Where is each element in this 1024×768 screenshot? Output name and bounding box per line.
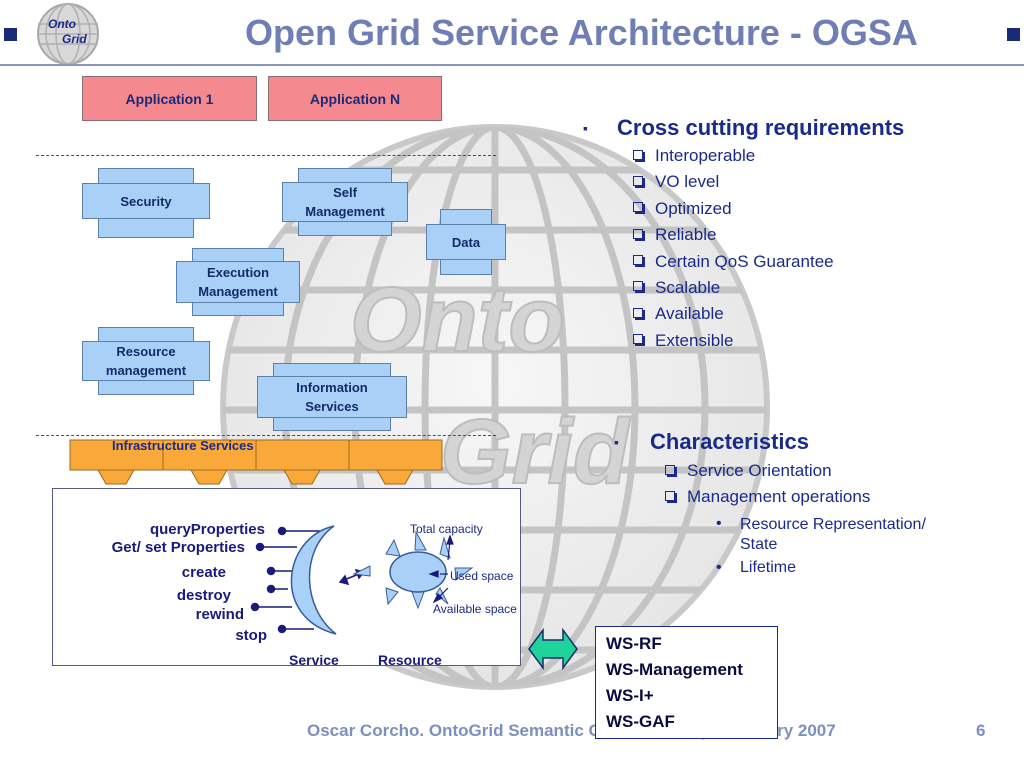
resource-management-box: Resource management (82, 341, 210, 381)
op-rewind: rewind (195, 606, 244, 623)
characteristics-list: Service Orientation Management operation… (665, 461, 870, 514)
dashed-separator-bottom (36, 435, 496, 436)
label-used-space: Used space (450, 569, 514, 583)
double-arrow-icon (528, 627, 578, 671)
requirement-item: Interoperable (633, 146, 834, 172)
checkbox-bullet-icon (633, 281, 643, 292)
op-destroy: destroy (176, 587, 231, 604)
sub-bullet-dot: • (716, 559, 722, 576)
requirement-item: Optimized (633, 199, 834, 225)
spec-item: WS-RF (606, 634, 662, 653)
requirement-item: VO level (633, 172, 834, 198)
self-management-box: Self Management (282, 182, 408, 222)
requirement-item: Available (633, 304, 834, 330)
ws-specs-box: WS-RF WS-Management WS-I+ WS-GAF (595, 626, 778, 739)
requirements-heading: Cross cutting requirements (617, 115, 905, 140)
ontogrid-logo: Onto Grid (36, 2, 100, 66)
checkbox-bullet-icon (633, 228, 643, 239)
logo-text-onto: Onto (48, 17, 76, 31)
requirement-item: Reliable (633, 225, 834, 251)
op-stop: stop (235, 627, 267, 644)
op-get-set-properties: Get/ set Properties (111, 539, 245, 556)
spec-item: WS-Management (606, 660, 743, 679)
page-number: 6 (976, 721, 986, 740)
characteristic-sub-item: Lifetime (740, 559, 797, 576)
label-resource: Resource (378, 652, 442, 668)
infrastructure-services-bar (69, 439, 443, 485)
bullet-marker-characteristics: ▪ (614, 434, 619, 450)
checkbox-bullet-icon (633, 149, 643, 160)
sub-bullet-dot: • (716, 515, 722, 532)
data-box: Data (426, 224, 506, 260)
bullet-marker-requirements: ▪ (583, 120, 588, 136)
spec-item: WS-GAF (606, 712, 675, 731)
logo-text-grid: Grid (62, 32, 87, 46)
header-square-right (1007, 28, 1020, 41)
checkbox-bullet-icon (665, 464, 675, 475)
security-box: Security (82, 183, 210, 219)
service-resource-graphics (250, 525, 474, 635)
requirement-item: Certain QoS Guarantee (633, 252, 834, 278)
checkbox-bullet-icon (633, 334, 643, 345)
characteristic-sub-item: Resource Representation/ State (740, 516, 926, 553)
requirement-item: Extensible (633, 331, 834, 357)
checkbox-bullet-icon (665, 490, 675, 501)
application-1-box: Application 1 (82, 76, 257, 121)
requirement-item: Scalable (633, 278, 834, 304)
checkbox-bullet-icon (633, 255, 643, 266)
checkbox-bullet-icon (633, 175, 643, 186)
information-services-box: Information Services (257, 376, 407, 418)
label-service: Service (289, 652, 339, 668)
spec-item: WS-I+ (606, 686, 654, 705)
label-available-space: Available space (433, 602, 517, 616)
characteristic-item: Management operations (665, 487, 870, 513)
watermark-onto: Onto (349, 268, 566, 372)
dashed-separator-top (36, 155, 496, 156)
execution-management-box: Execution Management (176, 261, 300, 303)
label-total-capacity: Total capacity (410, 522, 483, 536)
application-n-box: Application N (268, 76, 442, 121)
slide-title: Open Grid Service Architecture - OGSA (245, 12, 918, 53)
watermark-grid: Grid (439, 400, 630, 504)
header-rule (0, 64, 1024, 66)
characteristics-heading: Characteristics (650, 429, 809, 454)
characteristic-item: Service Orientation (665, 461, 870, 487)
checkbox-bullet-icon (633, 307, 643, 318)
op-query-properties: queryProperties (149, 521, 265, 538)
requirements-list: Interoperable VO level Optimized Reliabl… (633, 146, 834, 357)
op-create: create (181, 564, 226, 581)
infrastructure-services-label: Infrastructure Services (112, 438, 254, 453)
checkbox-bullet-icon (633, 202, 643, 213)
header-square-left (4, 28, 17, 41)
